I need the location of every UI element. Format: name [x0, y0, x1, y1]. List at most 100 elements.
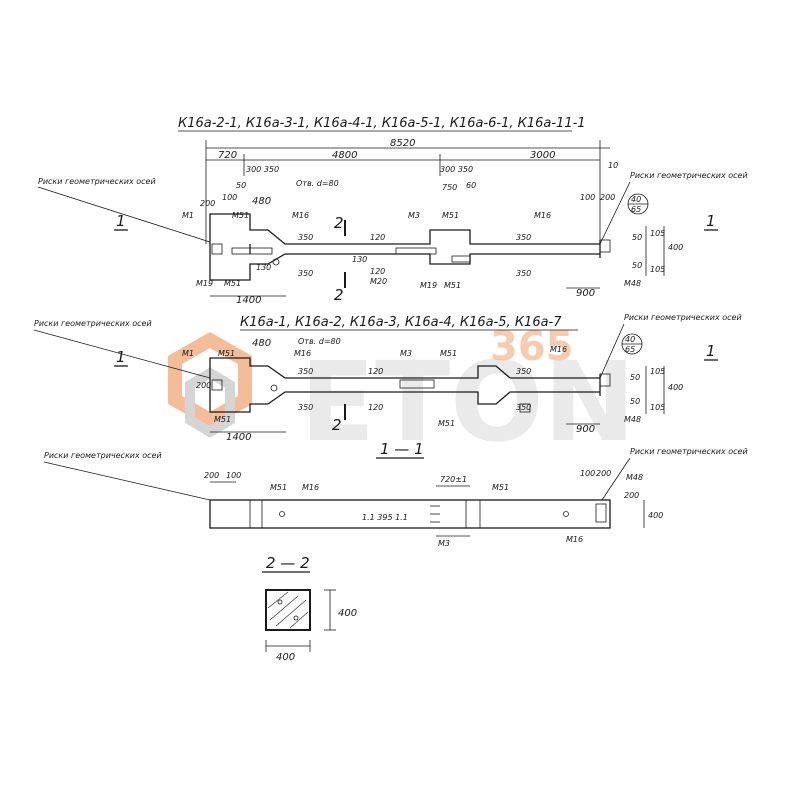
view-a: К16а-2-1, К16а-3-1, К16а-4-1, К16а-5-1, … — [37, 116, 748, 306]
beam-a-outline-top — [209, 213, 600, 245]
mark-m51b-b: М51 — [440, 349, 457, 358]
dim-105b-b: 105 — [650, 403, 665, 412]
dim-100: 100 — [222, 193, 237, 202]
mark-m16b-b: М16 — [550, 345, 567, 354]
section-1-left-a: 1 — [116, 212, 126, 230]
mark-m19a-a: М19 — [196, 279, 213, 288]
dim-400-c: 400 — [648, 511, 663, 520]
mark-m51c-a: М51 — [224, 279, 241, 288]
dim-400-a: 400 — [668, 243, 683, 252]
mark-m19b-a: М19 — [420, 281, 437, 290]
dim-h-d: 400 — [338, 608, 357, 619]
dim-50r2-a: 50 — [632, 261, 642, 270]
dim-105a-a: 105 — [650, 229, 665, 238]
mark-m51b-a: М51 — [442, 211, 459, 220]
mark-m51d-b: М51 — [438, 419, 455, 428]
dim-200-vert-c: 200 — [624, 491, 639, 500]
dim-200-r-c: 200 — [596, 469, 611, 478]
dim-105b-a: 105 — [650, 265, 665, 274]
mark-m1-a: М1 — [182, 211, 194, 220]
dim-750: 750 — [442, 183, 457, 192]
section-1-right-b: 1 — [706, 342, 716, 360]
hole-note: Отв. d=80 — [296, 179, 339, 188]
view-d: 2 — 2 400 400 — [262, 554, 357, 663]
beam-c-outline — [209, 499, 611, 529]
view-c-title: 1 — 1 — [380, 440, 424, 458]
mark-m20-a: М20 — [370, 277, 387, 286]
dim-120b-a: 120 — [370, 267, 385, 276]
beam-b-outline-bot — [209, 378, 600, 413]
dim-400-b: 400 — [668, 383, 683, 392]
mark-m48-a: М48 — [624, 279, 641, 288]
dim-total: 8520 — [390, 138, 415, 149]
section-1-right-a: 1 — [706, 212, 716, 230]
dim-right: 3000 — [530, 150, 555, 161]
mark-m3-b: М3 — [400, 349, 412, 358]
dim-350d-b: 350 — [516, 403, 531, 412]
dim-120b-b: 120 — [368, 403, 383, 412]
mark-m16b-a: М16 — [534, 211, 551, 220]
dim-300-350-r: 300 350 — [440, 165, 473, 174]
dim-900-a: 900 — [576, 288, 595, 299]
dim-350c-b: 350 — [516, 367, 531, 376]
dim-200-c: 200 — [204, 471, 219, 480]
dim-200-b: 200 — [196, 381, 211, 390]
mark-m16a-b: М16 — [294, 349, 311, 358]
view-c: 1 — 1 Риски геометрических осей Риски ге… — [43, 440, 748, 548]
axis-label-left-a: Риски геометрических осей — [38, 177, 156, 186]
axis-label-left-b: Риски геометрических осей — [34, 319, 152, 328]
dim-480: 480 — [252, 196, 271, 207]
dim-130b-a: 130 — [256, 263, 271, 272]
section-2-top-a: 2 — [334, 214, 344, 232]
dim-left: 720 — [218, 150, 237, 161]
dim-w-d: 400 — [276, 652, 295, 663]
mark-m16a-c: М16 — [302, 483, 319, 492]
dim-200-r: 200 — [600, 193, 615, 202]
beam-b-outline-top — [209, 357, 600, 379]
grade-bottom-a: 65 — [631, 205, 641, 214]
grade-top-b: 40 — [625, 335, 635, 344]
dim-100-r-c: 100 — [580, 469, 595, 478]
dim-200-left: 200 — [200, 199, 215, 208]
dim-480-b: 480 — [252, 338, 271, 349]
view-d-title: 2 — 2 — [266, 554, 310, 572]
dim-720-c: 720±1 — [440, 475, 467, 484]
dim-60: 60 — [466, 181, 476, 190]
view-b: К16а-1, К16а-2, К16а-3, К16а-4, К16а-5, … — [33, 313, 742, 443]
section-2-bottom-a: 2 — [334, 286, 344, 304]
dim-350c-a: 350 — [516, 233, 531, 242]
dim-350a-b: 350 — [298, 367, 313, 376]
watermark-brand: ETON — [300, 338, 636, 466]
mark-m51a-c: М51 — [270, 483, 287, 492]
watermark-hexagon-logo — [168, 331, 252, 429]
dim-50a-b: 50 — [630, 373, 640, 382]
mark-m1-b: М1 — [182, 349, 194, 358]
dim-900-b: 900 — [576, 424, 595, 435]
section-1-left-b: 1 — [116, 348, 126, 366]
dim-1400-a: 1400 — [236, 295, 261, 306]
grade-top-a: 40 — [631, 195, 641, 204]
mark-m51a-a: М51 — [232, 211, 249, 220]
mark-m51a-b: М51 — [218, 349, 235, 358]
mark-m51b-c: М51 — [492, 483, 509, 492]
dim-130a-a: 130 — [352, 255, 367, 264]
view-a-title: К16а-2-1, К16а-3-1, К16а-4-1, К16а-5-1, … — [178, 116, 586, 131]
dim-350a-a: 350 — [298, 233, 313, 242]
mark-m3-a: М3 — [408, 211, 420, 220]
grade-bottom-b: 65 — [625, 345, 635, 354]
section-2-2-square — [265, 589, 311, 631]
dim-50r-a: 50 — [632, 233, 642, 242]
axis-label-right-a: Риски геометрических осей — [630, 171, 748, 180]
mark-m16b-c: М16 — [566, 535, 583, 544]
mark-m51d-a: М51 — [444, 281, 461, 290]
dim-50: 50 — [236, 181, 246, 190]
watermark-number: 365 — [490, 324, 574, 370]
hole-note-b: Отв. d=80 — [298, 337, 341, 346]
dim-300-350-l: 300 350 — [246, 165, 279, 174]
beam-a-outline-bot — [209, 244, 600, 281]
dim-350d-a: 350 — [516, 269, 531, 278]
dim-small-c: 1.1 395 1.1 — [362, 513, 408, 522]
mark-m48-b: М48 — [624, 415, 641, 424]
dim-mid: 4800 — [332, 150, 357, 161]
